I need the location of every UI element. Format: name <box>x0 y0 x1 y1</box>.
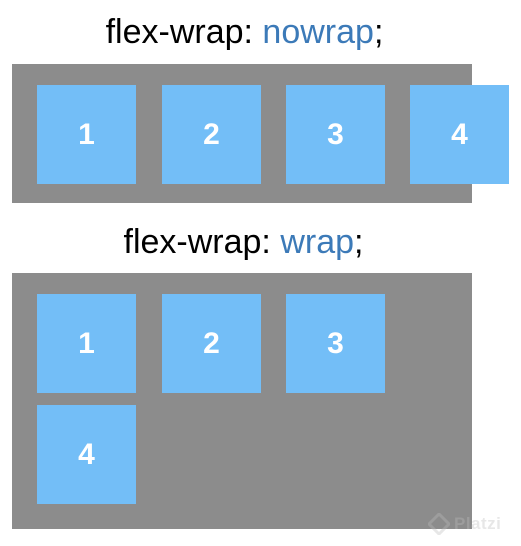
wrap-item-2: 2 <box>162 294 261 393</box>
platzi-watermark: Platzi <box>428 513 501 535</box>
wrap-terminator: ; <box>354 223 364 261</box>
wrap-value-label: wrap <box>280 223 355 261</box>
nowrap-value-label: nowrap <box>262 13 374 51</box>
wrap-property-label: flex-wrap: <box>123 223 271 261</box>
wrap-item-1: 1 <box>37 294 136 393</box>
nowrap-item-2: 2 <box>162 85 261 184</box>
nowrap-heading: flex-wrap: nowrap; <box>0 12 505 52</box>
nowrap-item-4-overflow: 4 <box>410 85 509 184</box>
nowrap-item-3: 3 <box>286 85 385 184</box>
watermark-text: Platzi <box>454 514 502 533</box>
wrap-item-3: 3 <box>286 294 385 393</box>
wrap-item-4-wrapped: 4 <box>37 405 136 504</box>
nowrap-item-1: 1 <box>37 85 136 184</box>
nowrap-terminator: ; <box>373 13 384 51</box>
platzi-logo-icon <box>428 513 450 535</box>
wrap-heading: flex-wrap: wrap; <box>0 222 504 262</box>
nowrap-property-label: flex-wrap: <box>105 13 253 51</box>
